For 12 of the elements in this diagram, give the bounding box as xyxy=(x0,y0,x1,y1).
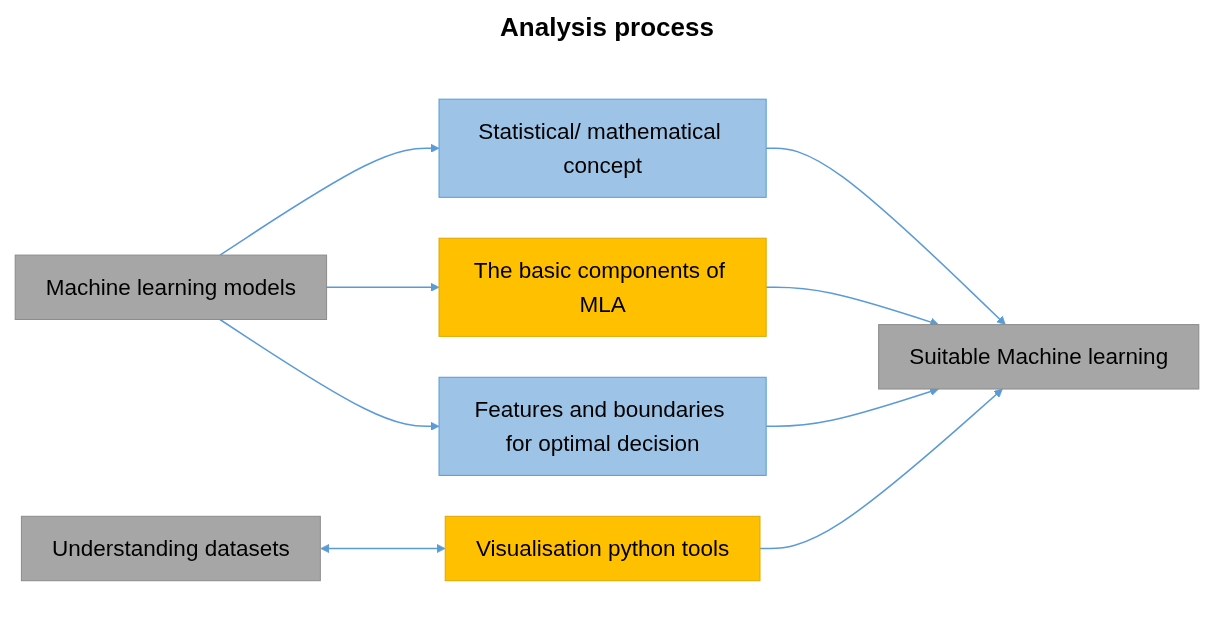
diagram-title: Analysis process xyxy=(500,12,714,43)
arrow xyxy=(320,543,446,553)
node-box: Features and boundaries for optimal decision xyxy=(438,376,767,476)
arrow xyxy=(219,318,440,431)
node-box: Statistical/ mathematical concept xyxy=(438,98,767,198)
arrow xyxy=(759,388,1003,549)
node-box: Visualisation python tools xyxy=(444,515,761,581)
node-box: Machine learning models xyxy=(14,254,328,320)
node-box: Understanding datasets xyxy=(20,515,321,581)
arrow xyxy=(219,143,440,256)
node-box: The basic components of MLA xyxy=(438,237,767,337)
node-box: Suitable Machine learning xyxy=(878,323,1200,390)
